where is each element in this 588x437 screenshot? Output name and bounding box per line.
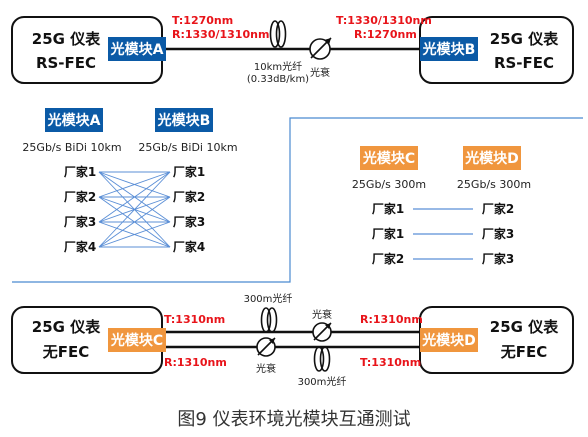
bottom-fiber-coil-top-icon bbox=[260, 307, 278, 333]
bottom-d-tx: T:1310nm bbox=[360, 356, 421, 369]
left-vendor-3: 厂家3 bbox=[64, 214, 96, 229]
pair-2-left: 厂家1 bbox=[372, 226, 404, 241]
bottom-attenuator-top-icon bbox=[312, 322, 332, 342]
pair-2-right: 厂家3 bbox=[482, 226, 514, 241]
top-left-instrument-fec: RS-FEC bbox=[36, 54, 96, 72]
bottom-module-c-label: 光模块C bbox=[110, 332, 163, 349]
vendor-cross-lines bbox=[98, 171, 171, 248]
mid-spec-a: 25Gb/s BiDi 10km bbox=[22, 141, 121, 154]
cross-line bbox=[98, 171, 171, 223]
figure-caption: 图9 仪表环境光模块互通测试 bbox=[177, 409, 410, 430]
mid-module-d-box bbox=[463, 146, 521, 170]
top-module-a-box bbox=[108, 37, 166, 61]
bottom-module-d-label: 光模块D bbox=[421, 332, 476, 349]
bottom-left-instrument-fec: 无FEC bbox=[42, 343, 90, 361]
left-vendor-2: 厂家2 bbox=[64, 189, 96, 204]
pair-3-left: 厂家2 bbox=[372, 251, 404, 266]
cross-line bbox=[98, 221, 171, 248]
cross-line bbox=[98, 171, 171, 198]
bottom-module-c-box bbox=[108, 328, 166, 352]
top-a-tx: T:1270nm bbox=[172, 14, 233, 27]
top-right-instrument-name: 25G 仪表 bbox=[490, 30, 559, 48]
mid-module-b-box bbox=[155, 108, 213, 132]
bottom-attenuator-bottom-icon bbox=[256, 337, 276, 357]
mid-module-a-box bbox=[45, 108, 103, 132]
pair-3-right: 厂家3 bbox=[482, 251, 514, 266]
top-section: 25G 仪表 RS-FEC 光模块A 25G 仪表 RS-FEC 光模块B 10… bbox=[11, 14, 574, 85]
middle-right-section: 光模块C 光模块D 25Gb/s 300m 25Gb/s 300m 厂家1 厂家… bbox=[352, 146, 531, 266]
right-vendor-2: 厂家2 bbox=[173, 189, 205, 204]
bottom-attenuator-bottom-label: 光衰 bbox=[256, 362, 276, 375]
bottom-c-tx: T:1310nm bbox=[164, 313, 225, 326]
bottom-d-rx: R:1310nm bbox=[360, 313, 423, 326]
left-vendor-1: 厂家1 bbox=[64, 164, 96, 179]
mid-module-b-label: 光模块B bbox=[157, 112, 211, 129]
cross-line bbox=[98, 196, 171, 248]
top-left-instrument-name: 25G 仪表 bbox=[32, 30, 101, 48]
right-vendor-3: 厂家3 bbox=[173, 214, 205, 229]
mid-module-a-label: 光模块A bbox=[47, 112, 101, 129]
top-attenuator-icon bbox=[309, 37, 332, 60]
bottom-c-rx: R:1310nm bbox=[164, 356, 227, 369]
pair-1-right: 厂家2 bbox=[482, 201, 514, 216]
bottom-right-instrument-name: 25G 仪表 bbox=[490, 318, 559, 336]
section-divider bbox=[12, 117, 583, 283]
bottom-attenuator-top-label: 光衰 bbox=[312, 308, 332, 321]
top-fiber-coil-icon bbox=[269, 20, 287, 48]
bottom-fiber-top-label: 300m光纤 bbox=[244, 292, 293, 305]
top-module-a-label: 光模块A bbox=[110, 41, 164, 58]
top-b-tx: T:1330/1310nm bbox=[336, 14, 432, 27]
top-module-b-label: 光模块B bbox=[422, 41, 476, 58]
top-right-instrument-fec: RS-FEC bbox=[494, 54, 554, 72]
mid-spec-b: 25Gb/s BiDi 10km bbox=[138, 141, 237, 154]
mid-spec-c: 25Gb/s 300m bbox=[352, 178, 426, 191]
mid-module-c-label: 光模块C bbox=[362, 150, 415, 167]
bottom-left-instrument-name: 25G 仪表 bbox=[32, 318, 101, 336]
bottom-right-instrument-fec: 无FEC bbox=[500, 343, 548, 361]
right-vendor-4: 厂家4 bbox=[173, 239, 205, 254]
top-fiber-loss: (0.33dB/km) bbox=[247, 74, 309, 85]
top-fiber-length: 10km光纤 bbox=[254, 60, 302, 73]
mid-module-c-box bbox=[360, 146, 418, 170]
top-attenuator-label: 光衰 bbox=[310, 66, 330, 79]
bottom-fiber-bottom-label: 300m光纤 bbox=[298, 375, 347, 388]
mid-spec-d: 25Gb/s 300m bbox=[457, 178, 531, 191]
pair-1-left: 厂家1 bbox=[372, 201, 404, 216]
top-a-rx: R:1330/1310nm bbox=[172, 28, 269, 41]
left-vendor-4: 厂家4 bbox=[64, 239, 96, 254]
cross-line bbox=[98, 171, 171, 248]
bottom-fiber-coil-bottom-icon bbox=[313, 346, 331, 372]
bottom-section: 25G 仪表 无FEC 光模块C 25G 仪表 无FEC 光模块D 300m光纤… bbox=[11, 292, 574, 388]
middle-left-section: 光模块A 光模块B 25Gb/s BiDi 10km 25Gb/s BiDi 1… bbox=[22, 108, 238, 254]
right-vendor-1: 厂家1 bbox=[173, 164, 205, 179]
top-b-rx: R:1270nm bbox=[354, 28, 417, 41]
bottom-module-d-box bbox=[420, 328, 478, 352]
top-module-b-box bbox=[420, 37, 478, 61]
mid-module-d-label: 光模块D bbox=[464, 150, 519, 167]
